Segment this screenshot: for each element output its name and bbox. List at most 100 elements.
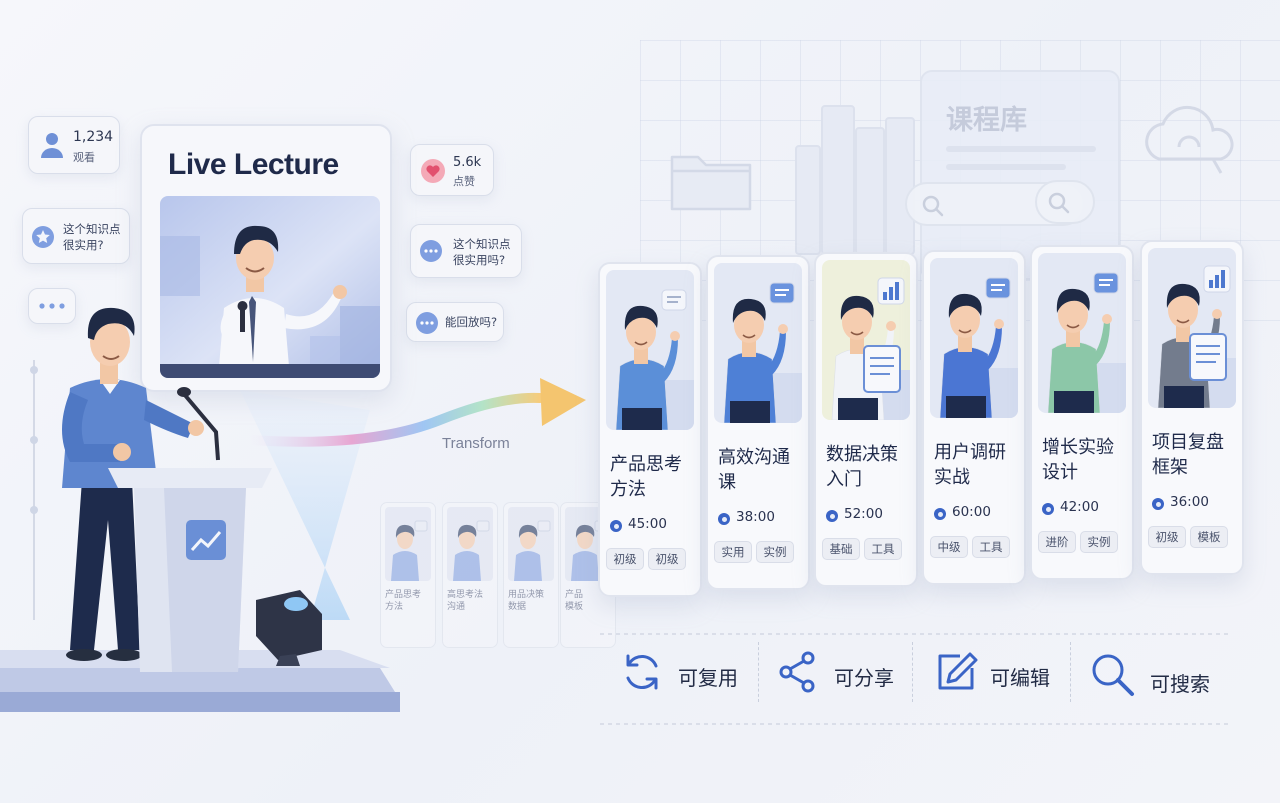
course-duration: 45:00 (628, 516, 667, 532)
feature-bar-divider (600, 723, 1230, 725)
star-icon (32, 226, 54, 248)
course-tag[interactable]: 实例 (756, 541, 794, 563)
mini-course-thumbnail (385, 507, 431, 581)
course-title[interactable]: 增长实验 设计 (1042, 437, 1114, 483)
course-thumbnail[interactable] (822, 260, 910, 420)
clock-icon (610, 520, 622, 532)
mini-course-card: 高思考法 沟通 (442, 502, 498, 648)
chat-icon (420, 240, 442, 262)
mini-course-thumbnail (508, 507, 554, 581)
course-tag[interactable]: 中级 (930, 536, 968, 558)
course-tag[interactable]: 基础 (822, 538, 860, 560)
search-icon (1048, 192, 1070, 214)
folder-icon (670, 155, 752, 211)
course-duration: 60:00 (952, 504, 991, 520)
course-thumbnail[interactable] (930, 258, 1018, 418)
ellipsis-icon (39, 303, 65, 309)
viewer-label: 观看 (73, 151, 95, 164)
course-title[interactable]: 产品思考 方法 (610, 454, 682, 500)
projector-beam (240, 390, 370, 620)
timeline-decoration (30, 360, 38, 620)
library-title: 课程库 (946, 105, 1027, 136)
likes-count: 5.6k (453, 155, 482, 170)
clock-icon (1152, 498, 1164, 510)
course-card[interactable]: 产品思考 方法 45:00 初级初级 (598, 262, 702, 597)
comment-bubble: 能回放吗? (406, 302, 504, 342)
course-tag[interactable]: 模板 (1190, 526, 1228, 548)
course-card[interactable]: 用户调研 实战 60:00 中级工具 (922, 250, 1026, 585)
course-title[interactable]: 用户调研 实战 (934, 442, 1006, 488)
course-duration: 38:00 (736, 509, 775, 525)
course-thumbnail[interactable] (714, 263, 802, 423)
feature-label: 可分享 (834, 666, 894, 690)
comment-bubble: 这个知识点 很实用吗? (410, 224, 522, 278)
course-tag[interactable]: 进阶 (1038, 531, 1076, 553)
course-tag[interactable]: 初级 (648, 548, 686, 570)
instructor-illustration (831, 277, 910, 420)
course-title[interactable]: 高效沟通 课 (718, 447, 790, 493)
heart-icon (421, 159, 445, 183)
typing-bubble (28, 288, 76, 324)
course-tag[interactable]: 工具 (864, 538, 902, 560)
search-icon (1092, 654, 1134, 696)
course-duration: 36:00 (1170, 494, 1209, 510)
cloud-icon (1145, 105, 1234, 174)
course-card[interactable]: 高效沟通 课 38:00 实用实例 (706, 255, 810, 590)
comment-text: 这个知识点 很实用吗? (453, 237, 511, 267)
lecture-video[interactable] (160, 196, 380, 378)
clock-icon (1042, 503, 1054, 515)
feature-editable[interactable]: 可编辑 (934, 640, 1064, 700)
mini-course-card: 用品决策 数据 (503, 502, 559, 648)
instructor-illustration (1157, 265, 1236, 408)
instructor-illustration (453, 520, 490, 581)
share-icon (779, 651, 815, 693)
feature-reusable[interactable]: 可复用 (620, 640, 750, 700)
likes-bubble: 5.6k 点赞 (410, 144, 494, 196)
course-card[interactable]: 项目复盘 框架 36:00 初级模板 (1140, 240, 1244, 575)
search-icon (922, 195, 944, 217)
instructor-illustration (391, 520, 428, 581)
feature-shareable[interactable]: 可分享 (776, 640, 906, 700)
mini-course-title: 产品思考 方法 (385, 590, 422, 612)
instructor-illustration (615, 289, 694, 430)
user-icon (41, 133, 63, 158)
instructor-illustration (939, 277, 1018, 418)
search-bar-illustration (1035, 180, 1095, 224)
course-tag[interactable]: 初级 (1148, 526, 1186, 548)
clock-icon (934, 508, 946, 520)
course-title[interactable]: 项目复盘 框架 (1152, 432, 1224, 478)
course-tag[interactable]: 实例 (1080, 531, 1118, 553)
refresh-icon (626, 654, 658, 690)
feature-searchable[interactable]: 可搜索 (1090, 640, 1230, 700)
likes-label: 点赞 (453, 175, 475, 188)
course-tag[interactable]: 工具 (972, 536, 1010, 558)
mini-course-thumbnail (447, 507, 493, 581)
comment-text: 能回放吗? (445, 315, 498, 329)
clock-icon (826, 510, 838, 522)
edit-icon (938, 652, 978, 690)
comment-bubble: 这个知识点 很实用? (22, 208, 130, 264)
live-lecture-card[interactable]: Live Lecture (140, 124, 392, 392)
transform-arrow (250, 378, 586, 447)
chat-icon (416, 312, 438, 334)
course-tag[interactable]: 初级 (606, 548, 644, 570)
instructor-illustration (723, 282, 802, 423)
instructor-illustration (1047, 272, 1126, 413)
course-thumbnail[interactable] (1148, 248, 1236, 408)
lecture-title: Live Lecture (168, 148, 339, 181)
speaker-illustration (0, 307, 400, 712)
transform-label: Transform (442, 435, 510, 452)
course-title[interactable]: 数据决策 入门 (826, 444, 898, 490)
clock-icon (718, 513, 730, 525)
comment-text: 这个知识点 很实用? (63, 222, 121, 252)
mini-course-title: 产品 模板 (565, 590, 584, 612)
feature-label: 可编辑 (990, 666, 1050, 690)
presenter-illustration (160, 225, 380, 378)
course-tag[interactable]: 实用 (714, 541, 752, 563)
feature-label: 可复用 (678, 666, 738, 690)
course-thumbnail[interactable] (1038, 253, 1126, 413)
feature-label: 可搜索 (1150, 672, 1210, 696)
course-thumbnail[interactable] (606, 270, 694, 430)
